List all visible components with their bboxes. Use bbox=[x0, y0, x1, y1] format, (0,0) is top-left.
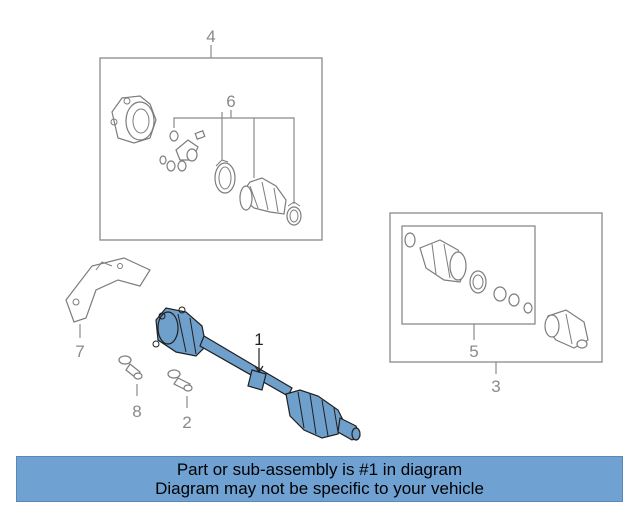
callout-8[interactable]: 8 bbox=[132, 402, 141, 421]
small-clamp-part[interactable] bbox=[286, 201, 302, 226]
callout-1[interactable]: 1 bbox=[254, 330, 263, 349]
kit-leader-6: 6 bbox=[173, 92, 295, 204]
assembly-box-3: 3 5 bbox=[389, 212, 603, 396]
inner-boot-part[interactable] bbox=[404, 232, 533, 314]
small-hardware-part[interactable] bbox=[159, 130, 206, 172]
callout-3[interactable]: 3 bbox=[491, 377, 500, 396]
callout-4[interactable]: 4 bbox=[206, 27, 215, 46]
clamp-part[interactable] bbox=[214, 159, 236, 194]
callout-5[interactable]: 5 bbox=[469, 342, 478, 361]
outer-joint-housing-part[interactable] bbox=[110, 95, 157, 144]
callout-2[interactable]: 2 bbox=[182, 413, 191, 432]
parts-diagram: 4 bbox=[65, 27, 603, 441]
inner-joint-part[interactable] bbox=[544, 309, 589, 349]
banner-line-1: Part or sub-assembly is #1 in diagram bbox=[176, 460, 463, 479]
info-banner: Part or sub-assembly is #1 in diagram Di… bbox=[16, 456, 623, 502]
bolt-8-part[interactable] bbox=[118, 355, 143, 380]
banner-line-2: Diagram may not be specific to your vehi… bbox=[155, 479, 484, 498]
heat-shield-part[interactable] bbox=[65, 257, 151, 323]
callout-7[interactable]: 7 bbox=[75, 342, 84, 361]
bolt-2-part[interactable] bbox=[167, 369, 193, 392]
boot-part[interactable] bbox=[239, 177, 287, 215]
axle-assembly-part[interactable] bbox=[152, 306, 361, 441]
callout-6[interactable]: 6 bbox=[226, 92, 235, 111]
assembly-box-4: 4 bbox=[99, 27, 323, 241]
